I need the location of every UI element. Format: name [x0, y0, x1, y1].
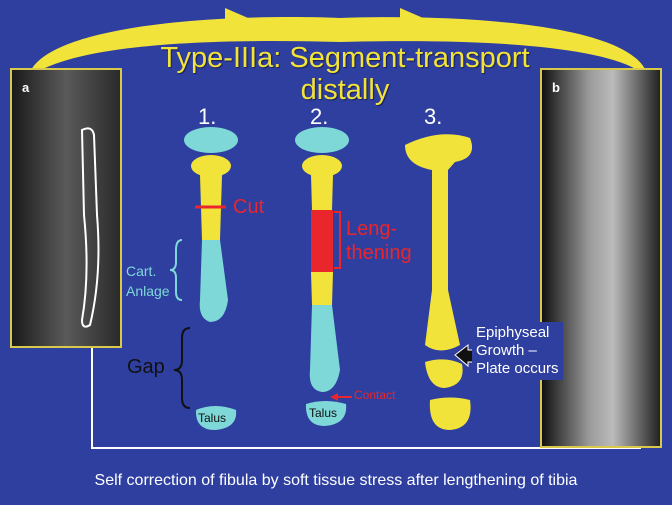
panel-label-b: b [552, 80, 560, 95]
panel-label-a: a [22, 80, 30, 95]
xray-panel-b: b [540, 68, 662, 448]
caption: Self correction of fibula by soft tissue… [94, 472, 578, 489]
cut-label: Cut [233, 196, 265, 218]
talus-label-2: Talus [309, 406, 338, 420]
cart-label-1: Cart. [126, 263, 157, 279]
fibula-outline [80, 127, 100, 328]
bone-step-3 [405, 134, 479, 430]
title-line-1: Type-IIIa: Segment-transport [160, 42, 530, 74]
contact-label: Contact [354, 388, 396, 402]
cart-label-2: Anlage [126, 283, 170, 299]
talus-label-1: Talus [198, 411, 227, 425]
epiphyseal-line-1: Epiphyseal [476, 324, 550, 341]
step-1-label: 1. [198, 104, 217, 129]
bone-step-2 [295, 127, 352, 426]
bone-step-1 [184, 127, 238, 430]
epiphyseal-line-3: Plate occurs [476, 360, 559, 377]
epiphyseal-line-2: Growth – [476, 342, 537, 359]
step-3-label: 3. [424, 104, 443, 129]
epiphyseal-note: Epiphyseal Growth – Plate occurs [472, 322, 563, 380]
xray-panel-a: a [10, 68, 122, 348]
arrow-head-2 [400, 8, 437, 36]
cart-brace [169, 239, 183, 301]
lengthening-label-1: Leng- [346, 218, 398, 240]
step-2-label: 2. [310, 104, 329, 129]
title-line-2: distally [300, 74, 390, 106]
lengthening-label-2: thening [346, 242, 412, 264]
transport-arc-arrow [28, 17, 648, 78]
arrow-head-1 [225, 8, 262, 36]
gap-label: Gap [127, 356, 165, 378]
gap-brace [173, 327, 191, 409]
